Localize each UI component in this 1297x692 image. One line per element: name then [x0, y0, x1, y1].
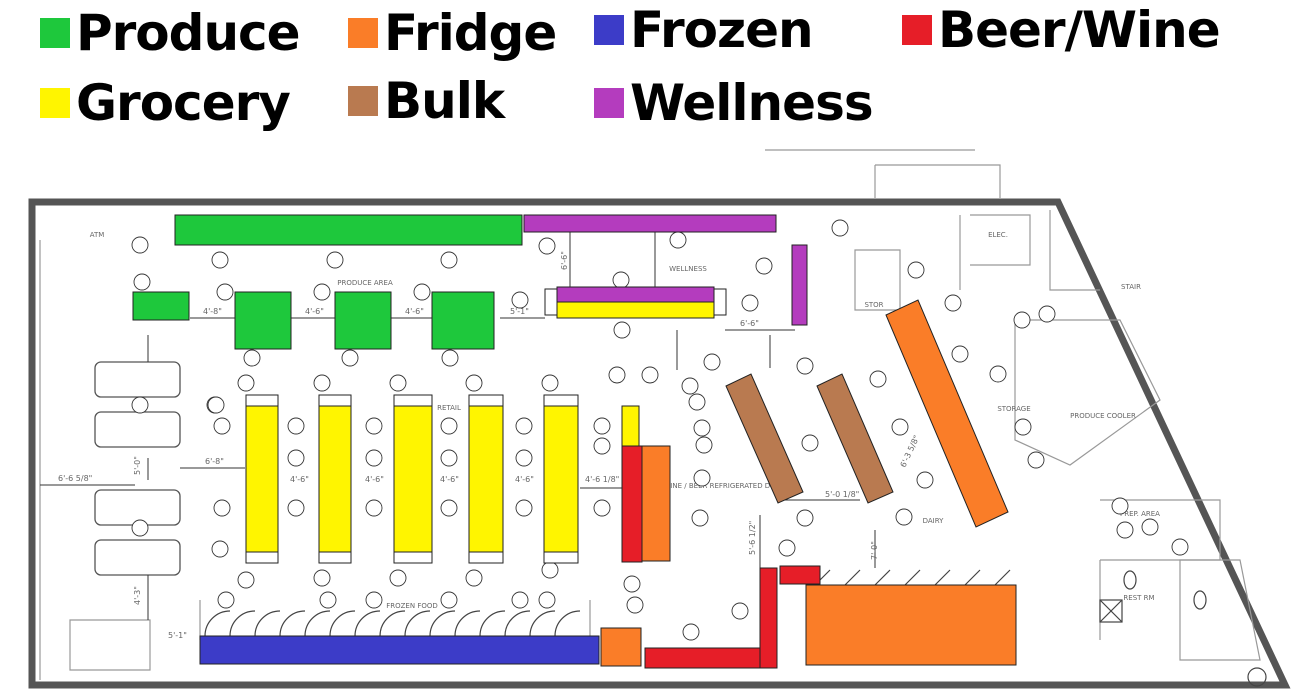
wellness-fixtures — [523, 214, 808, 326]
dim-label: 4'-6" — [305, 307, 324, 316]
beer-wine-fixtures — [621, 445, 821, 669]
dim-label: 6'-8" — [205, 457, 224, 466]
dim-label: 4'-3" — [133, 586, 142, 605]
dim-label: 5'-1" — [168, 631, 187, 640]
legend-label: Fridge — [384, 4, 557, 62]
aisle-endcaps — [245, 288, 727, 564]
room-label-dairy: DAIRY — [923, 517, 945, 525]
beer-wine-shelf — [759, 567, 778, 669]
grocery-aisle — [245, 405, 279, 553]
room-label-produce-cooler: PRODUCE COOLER — [1070, 412, 1136, 420]
fridge-case — [641, 445, 671, 562]
frozen-swatch — [594, 15, 624, 45]
fridge-dairy-case — [885, 299, 1009, 528]
room-label-retail: RETAIL — [437, 404, 461, 412]
dim-label: 4'-8" — [203, 307, 222, 316]
produce-fixtures — [132, 214, 523, 350]
legend-item-bulk: Bulk — [348, 72, 505, 130]
dimension-lines — [40, 232, 876, 620]
fridge-walkin — [805, 584, 1017, 666]
legend-label: Beer/Wine — [938, 1, 1221, 59]
bulk-fixtures — [725, 373, 894, 504]
beer-wine-swatch — [902, 15, 932, 45]
room-label-prep-area: PREP. AREA — [1120, 510, 1160, 518]
dim-label: 4'-6" — [290, 475, 309, 484]
atm-label: ATM — [90, 231, 105, 239]
produce-table — [234, 291, 292, 350]
fridge-fixtures — [600, 299, 1017, 667]
legend-label: Produce — [76, 4, 301, 62]
bulk-bins — [725, 373, 804, 504]
room-label-wellness: WELLNESS — [669, 265, 707, 273]
room-label-restroom: REST RM — [1123, 594, 1154, 602]
freezer-doors — [204, 569, 1011, 637]
produce-table — [132, 291, 190, 321]
produce-wall-case — [174, 214, 523, 246]
dim-label: 6'-6 5/8" — [58, 474, 92, 483]
legend-label: Wellness — [630, 74, 874, 132]
dim-label: 5'-0" — [133, 456, 142, 475]
legend-item-grocery: Grocery — [40, 74, 291, 132]
grocery-aisle — [543, 405, 579, 553]
dim-label: 4'-6" — [515, 475, 534, 484]
legend-item-frozen: Frozen — [594, 1, 814, 59]
grocery-endcap — [621, 405, 640, 447]
produce-swatch — [40, 18, 70, 48]
grocery-aisle — [468, 405, 504, 553]
grocery-fixtures — [245, 301, 715, 553]
room-label-storage-small: STOR — [864, 301, 883, 309]
legend-item-produce: Produce — [40, 4, 301, 62]
grocery-swatch — [40, 88, 70, 118]
restroom-fixtures — [1099, 570, 1267, 687]
room-label-wine-beer: WINE / BEER REFRIGERATED DELI — [663, 482, 780, 490]
room-labels: PRODUCE AREA WELLNESS RETAIL WINE / BEER… — [90, 231, 1160, 610]
produce-table — [334, 291, 392, 350]
beer-wine-shelf — [779, 565, 821, 585]
room-label-frozen-food: FROZEN FOOD — [386, 602, 438, 610]
room-label-storage: STORAGE — [997, 405, 1030, 413]
legend-item-beer-wine: Beer/Wine — [902, 1, 1221, 59]
dim-label: 5'-0 1/8" — [825, 490, 859, 499]
legend: Produce Fridge Frozen Beer/Wine Grocery … — [0, 0, 1297, 140]
wellness-gondola — [556, 286, 715, 303]
dim-label: 4'-6" — [440, 475, 459, 484]
room-label-produce: PRODUCE AREA — [337, 279, 393, 287]
room-label-elec: ELEC. — [988, 231, 1008, 239]
bulk-bins — [816, 373, 894, 504]
grocery-gondola — [556, 301, 715, 319]
legend-label: Grocery — [76, 74, 291, 132]
dim-label: 6'-6" — [560, 251, 569, 270]
dim-label: 5'-1" — [510, 307, 529, 316]
grocery-aisle — [393, 405, 433, 553]
frozen-case — [199, 635, 600, 665]
dim-label: 6'-6" — [740, 319, 759, 328]
interior-linework — [39, 149, 1261, 680]
dimension-labels: 6'-6 5/8" 6'-8" 4'-8" 4'-6" 4'-6" 5'-1" … — [58, 251, 921, 640]
produce-table — [431, 291, 495, 350]
legend-item-fridge: Fridge — [348, 4, 557, 62]
building-walls — [28, 198, 1291, 689]
dim-label: 6'-3 5/8" — [899, 434, 922, 469]
room-label-stair: STAIR — [1121, 283, 1141, 291]
legend-item-wellness: Wellness — [594, 74, 874, 132]
dim-label: 4'-6 1/8" — [585, 475, 619, 484]
beer-wine-cooler — [621, 445, 643, 563]
equipment-tags — [131, 219, 1189, 641]
beer-wine-shelf — [644, 647, 764, 669]
legend-label: Frozen — [630, 1, 814, 59]
legend-label: Bulk — [384, 72, 505, 130]
wellness-wall-shelf — [523, 214, 777, 233]
fridge-case — [600, 627, 642, 667]
frozen-fixtures — [199, 635, 600, 665]
fridge-swatch — [348, 18, 378, 48]
bulk-swatch — [348, 86, 378, 116]
dim-label: 4'-6" — [405, 307, 424, 316]
grocery-aisle — [318, 405, 352, 553]
wellness-swatch — [594, 88, 624, 118]
dim-label: 4'-6" — [365, 475, 384, 484]
dim-label: 7'-0" — [870, 541, 879, 560]
dim-label: 5'-6 1/2" — [748, 521, 757, 555]
wellness-shelf — [791, 244, 808, 326]
